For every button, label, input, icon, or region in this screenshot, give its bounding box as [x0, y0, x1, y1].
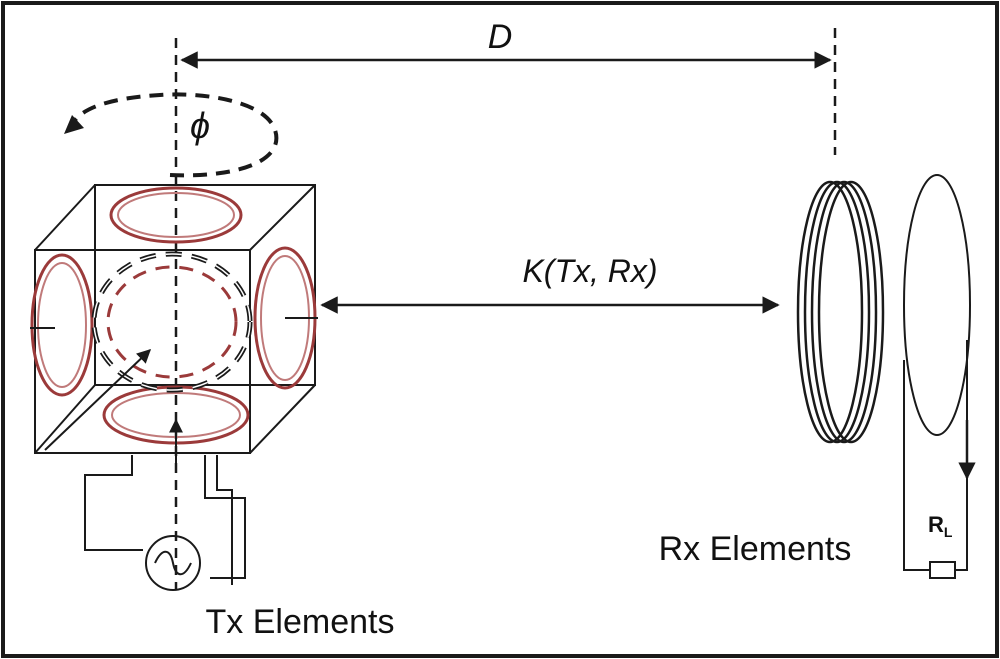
load-label: RL — [928, 512, 953, 540]
ac-source — [145, 535, 201, 591]
diagonal-axis-arrow — [44, 349, 152, 451]
load-resistor — [929, 561, 956, 579]
coupling-label: K(Tx, Rx) — [522, 253, 657, 289]
rx-label: Rx Elements — [659, 530, 852, 568]
source-circuit — [84, 455, 246, 591]
coil-top — [109, 186, 243, 244]
distance-label: D — [488, 18, 513, 56]
coil-back-dashed — [91, 251, 253, 393]
coil-left — [30, 253, 94, 397]
tx-label: Tx Elements — [206, 603, 395, 641]
rx-coil-stack — [796, 180, 885, 444]
load-loop — [903, 174, 971, 436]
load-wire-left — [903, 360, 930, 571]
rotation-arrowhead — [64, 115, 84, 134]
load-wire-right — [955, 340, 968, 571]
tx-coils — [30, 186, 317, 445]
rotation-ellipse — [70, 92, 279, 178]
angle-label: ϕ — [190, 105, 210, 146]
